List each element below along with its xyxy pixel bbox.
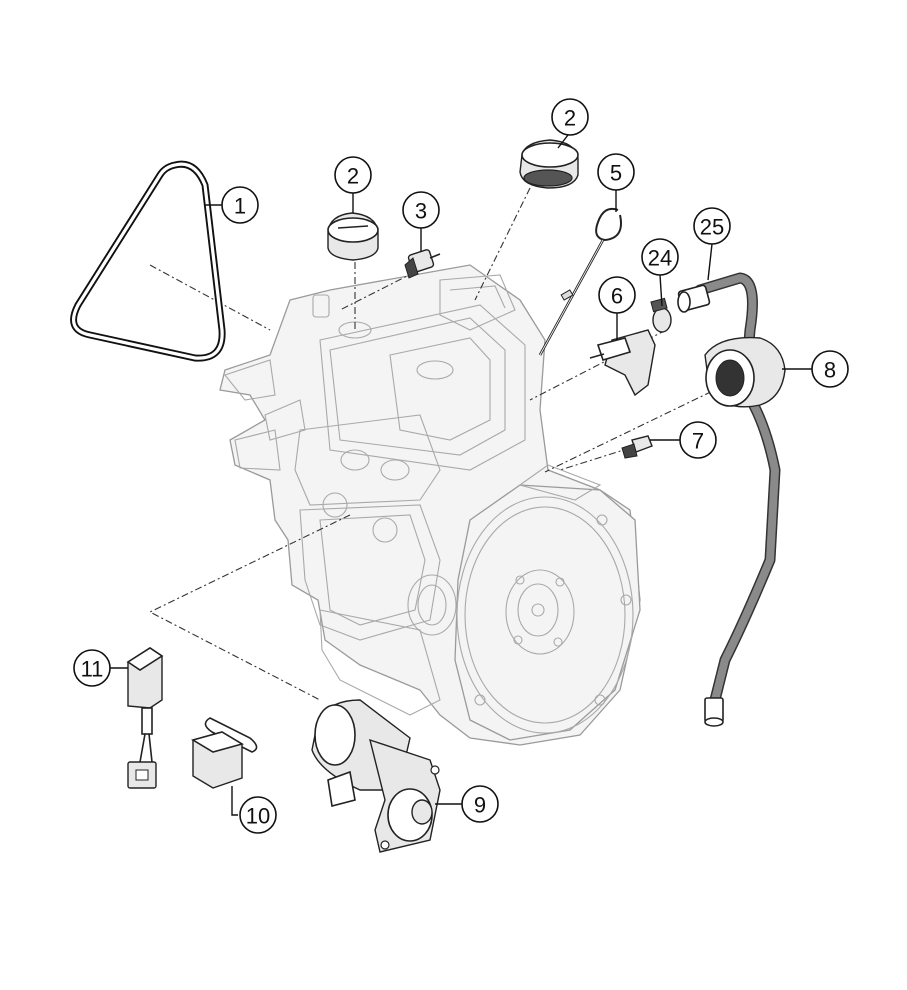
fan-belt bbox=[70, 160, 226, 362]
callout-11: 11 bbox=[73, 649, 111, 687]
callout-24: 24 bbox=[641, 238, 679, 276]
callout-3: 3 bbox=[402, 191, 440, 229]
callout-10: 10 bbox=[239, 796, 277, 834]
air-cleaner-element bbox=[704, 336, 786, 408]
callout-5-label: 5 bbox=[610, 161, 622, 186]
callout-1: 1 bbox=[221, 186, 259, 224]
oil-filler-cap bbox=[327, 212, 379, 261]
radiator-cap bbox=[519, 139, 579, 189]
callout-7-label: 7 bbox=[692, 429, 704, 454]
callout-2-filler-cap: 2 bbox=[334, 156, 372, 194]
relay bbox=[190, 717, 258, 789]
breather-hose bbox=[677, 272, 781, 727]
callout-11-label: 11 bbox=[81, 657, 104, 682]
glow-relay bbox=[126, 647, 164, 789]
hose-clamp bbox=[650, 297, 672, 333]
callout-9-label: 9 bbox=[474, 793, 486, 818]
callout-7: 7 bbox=[679, 421, 717, 459]
oil-pressure-switch bbox=[404, 249, 441, 279]
callout-2-radiator-cap: 2 bbox=[551, 98, 589, 136]
callout-1-label: 1 bbox=[234, 194, 246, 219]
callout-6: 6 bbox=[598, 276, 636, 314]
callout-2a-label: 2 bbox=[347, 164, 359, 189]
dipstick bbox=[538, 207, 622, 356]
callout-25-label: 25 bbox=[700, 215, 724, 240]
callout-3-label: 3 bbox=[415, 199, 427, 224]
callout-8-label: 8 bbox=[824, 358, 836, 383]
temperature-sensor bbox=[621, 435, 653, 459]
water-fitting bbox=[589, 329, 656, 397]
callout-2b-label: 2 bbox=[564, 106, 576, 131]
callout-25: 25 bbox=[693, 207, 731, 245]
engine-block bbox=[219, 264, 641, 746]
callout-24-label: 24 bbox=[648, 246, 672, 271]
callout-9: 9 bbox=[461, 785, 499, 823]
starter-motor bbox=[311, 699, 441, 853]
callout-leaders bbox=[110, 134, 812, 816]
callout-6-label: 6 bbox=[611, 284, 623, 309]
callout-8: 8 bbox=[811, 350, 849, 388]
callout-5: 5 bbox=[597, 153, 635, 191]
callout-10-label: 10 bbox=[246, 804, 270, 829]
